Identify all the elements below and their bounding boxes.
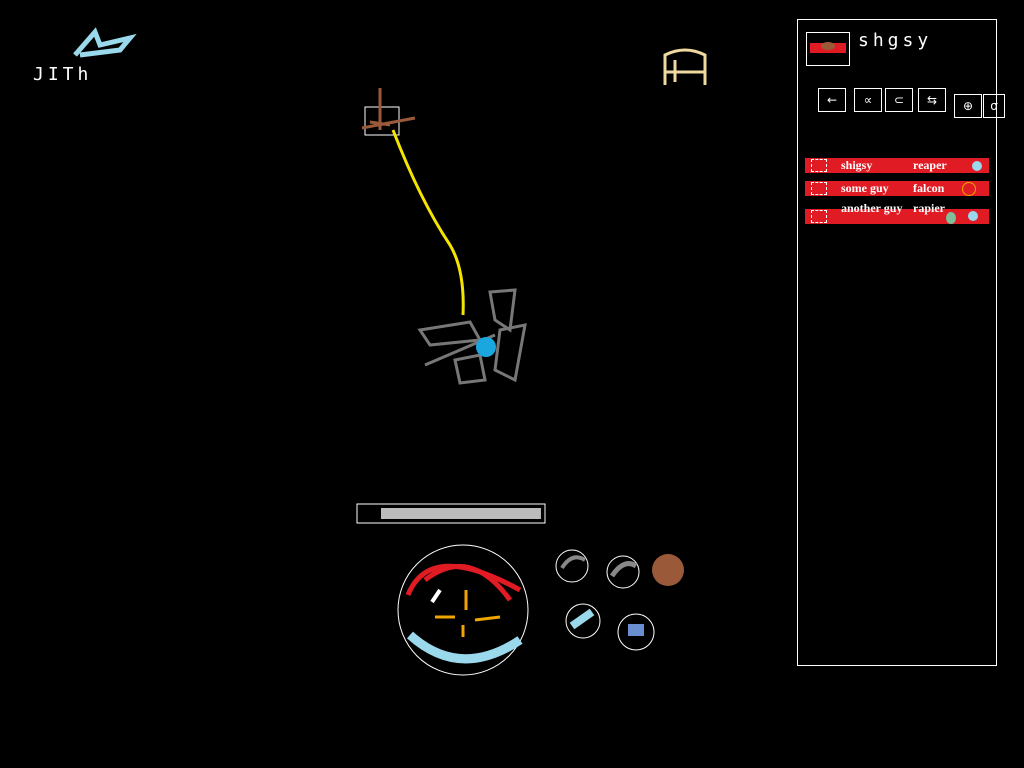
player-ship[interactable] bbox=[417, 288, 527, 385]
ability-4-icon bbox=[569, 608, 595, 630]
roster-row[interactable]: another guy rapier bbox=[805, 201, 989, 224]
roster-row[interactable]: shigsy reaper bbox=[805, 158, 989, 173]
tool-back-button[interactable]: ← bbox=[818, 88, 846, 112]
ship-icon bbox=[73, 27, 137, 58]
tool-4-button[interactable]: ⇆ bbox=[918, 88, 946, 112]
radar[interactable] bbox=[397, 544, 529, 676]
side-panel: shgsy ← ∝ ⊂ ⇆ ⊕ σ bbox=[797, 19, 1005, 666]
slot-icon bbox=[811, 159, 827, 172]
gate-icon bbox=[663, 48, 707, 85]
slot-icon bbox=[811, 210, 827, 223]
ability-2-icon bbox=[609, 561, 638, 578]
reaper-icon bbox=[972, 161, 982, 171]
anchor-icon bbox=[361, 88, 416, 130]
ability-1[interactable] bbox=[555, 549, 589, 583]
roster-row[interactable]: some guy falcon bbox=[805, 181, 989, 196]
roster-name: some guy bbox=[841, 181, 889, 195]
roster-class: falcon bbox=[913, 181, 945, 195]
tool-6-button[interactable]: σ bbox=[983, 94, 1005, 118]
radar-bottom-arc bbox=[406, 631, 523, 664]
tool-3-button[interactable]: ⊂ bbox=[885, 88, 913, 112]
roster-class: reaper bbox=[913, 158, 947, 172]
health-bar-frame bbox=[356, 503, 546, 524]
ship-core bbox=[476, 337, 496, 357]
ability-5-icon bbox=[628, 624, 644, 636]
roster-class: rapier bbox=[913, 201, 945, 215]
roster-name: shigsy bbox=[841, 158, 873, 172]
roster-name: another guy bbox=[841, 201, 903, 215]
ability-2[interactable] bbox=[606, 555, 640, 589]
health-bar-fill bbox=[381, 508, 541, 519]
crosshair-icon bbox=[435, 590, 501, 637]
ability-3[interactable] bbox=[652, 554, 684, 586]
tether-line bbox=[391, 129, 465, 316]
rapier-icon-2 bbox=[968, 211, 978, 221]
tool-5-button[interactable]: ⊕ bbox=[954, 94, 982, 118]
radar-marker bbox=[430, 588, 442, 604]
ability-5[interactable] bbox=[617, 613, 655, 651]
slot-icon bbox=[811, 182, 827, 195]
rapier-icon bbox=[946, 212, 956, 224]
tool-2-button[interactable]: ∝ bbox=[854, 88, 882, 112]
ability-4[interactable] bbox=[565, 603, 601, 639]
falcon-icon bbox=[962, 182, 976, 196]
player-name: JITh bbox=[33, 64, 93, 85]
ability-1-icon bbox=[560, 555, 587, 570]
panel-avatar bbox=[806, 32, 850, 66]
panel-title: shgsy bbox=[858, 30, 933, 51]
radar-top-arc bbox=[405, 563, 522, 602]
